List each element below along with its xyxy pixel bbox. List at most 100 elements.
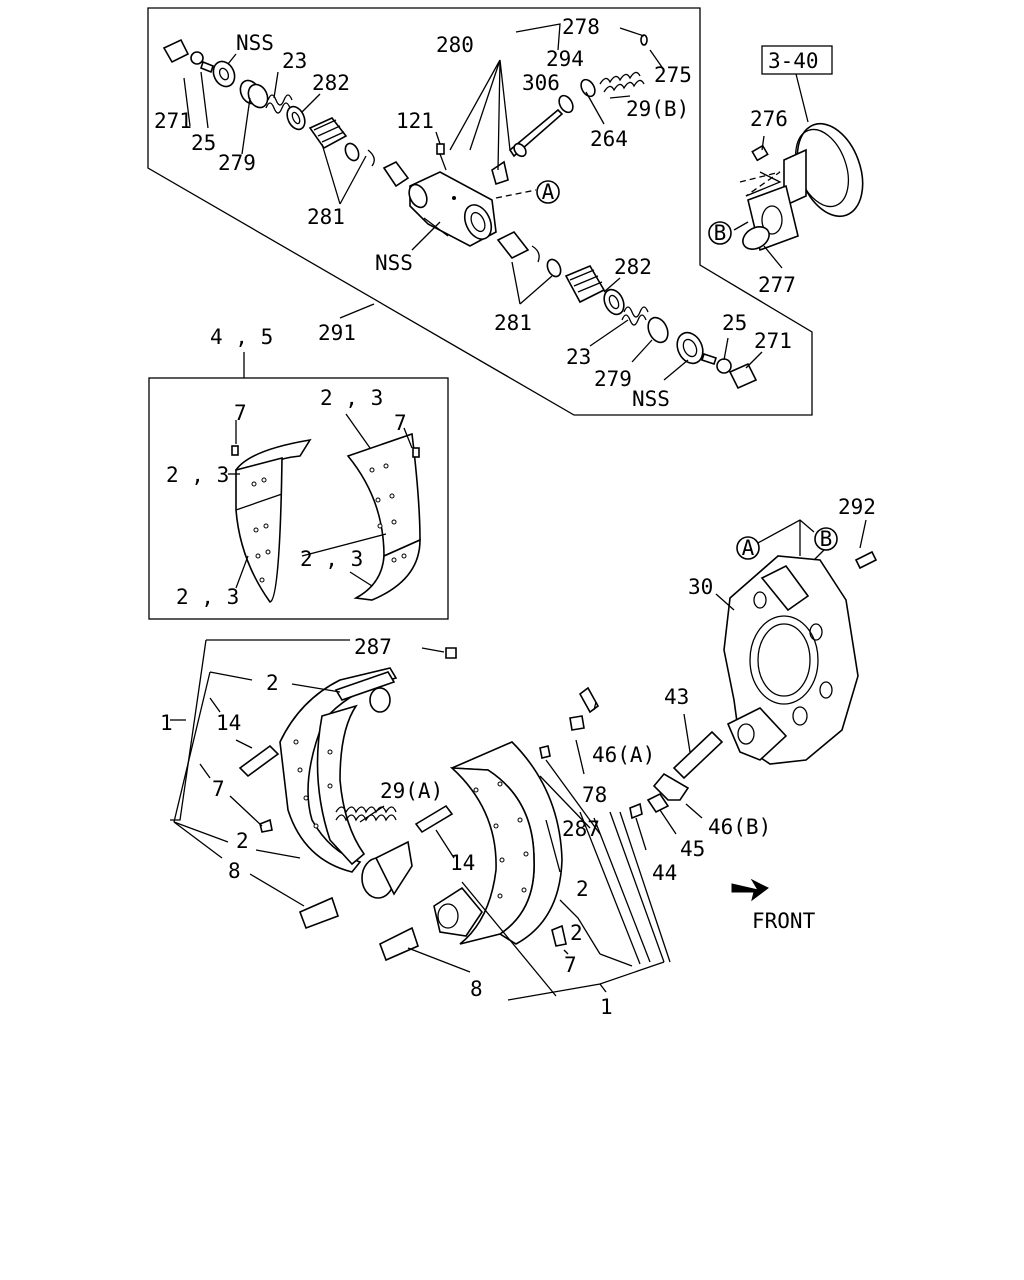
rivet-7-shoe-right (551, 924, 567, 947)
callout-7-shoe-left: 7 (212, 777, 225, 801)
rivet-7-shoe-left (259, 818, 273, 833)
callout-294: 294 (546, 47, 584, 71)
callout-287-top: 287 (354, 635, 392, 659)
callout-2-3-box-b: 2 , 3 (320, 386, 383, 410)
ref-circles (536, 180, 838, 560)
ref-b2-label: B (820, 527, 833, 551)
callout-282-top: 282 (312, 71, 350, 95)
pin-43 (672, 730, 724, 780)
bolt-78 (569, 715, 585, 731)
rivet-7-left (231, 445, 239, 456)
callout-2-right-b: 2 (570, 921, 583, 945)
callout-306: 306 (522, 71, 560, 95)
lining-kit-frame (148, 377, 449, 620)
backing-plate (723, 555, 859, 765)
callout-44: 44 (652, 861, 677, 885)
callout-279-top: 279 (218, 151, 256, 175)
callout-25-bottom: 25 (722, 311, 747, 335)
callout-121: 121 (396, 109, 434, 133)
callout-14-right: 14 (450, 851, 475, 875)
ref-a2-label: A (742, 536, 755, 560)
pin-287-top (445, 647, 457, 659)
ref-box-3-40 (761, 45, 833, 75)
callout-287-right: 287 (562, 817, 600, 841)
pin-287-right (539, 745, 551, 759)
callout-2-3-box-d: 2 , 3 (300, 547, 363, 571)
callout-281-top: 281 (307, 205, 345, 229)
brake-shoe-left (279, 667, 413, 899)
callout-29a: 29(A) (380, 779, 443, 803)
callout-2-right-a: 2 (576, 877, 589, 901)
adjuster-parts (491, 34, 648, 186)
camshaft-assembly-frame (147, 7, 813, 416)
callout-282-bottom: 282 (614, 255, 652, 279)
rivet-7-right (412, 447, 420, 458)
callout-14-left: 14 (216, 711, 241, 735)
front-label: FRONT (752, 909, 816, 933)
callout-4-5: 4 , 5 (210, 325, 273, 349)
callout-1-left: 1 (160, 711, 173, 735)
leader-lines (170, 23, 867, 1001)
callout-271-bottom: 271 (754, 329, 792, 353)
brake-lining-right (346, 432, 421, 601)
ref-b1-label: B (714, 221, 727, 245)
callout-2-left: 2 (236, 829, 249, 853)
pin-14-left (238, 744, 280, 778)
callout-3-40: 3-40 (768, 49, 819, 73)
callout-1-bottom: 1 (600, 995, 613, 1019)
callout-78: 78 (582, 783, 607, 807)
callout-2-top: 2 (266, 671, 279, 695)
washer-45 (646, 792, 670, 814)
bushing-8-left (298, 896, 340, 930)
callout-nss-top: NSS (236, 31, 274, 55)
callout-25-top: 25 (191, 131, 216, 155)
callout-nss-bottom: NSS (632, 387, 670, 411)
callout-2-3-box-c: 2 , 3 (176, 585, 239, 609)
callout-45: 45 (680, 837, 705, 861)
callout-7-shoe-right: 7 (564, 953, 577, 977)
ref-circle-a2 (736, 536, 760, 560)
callout-43: 43 (664, 685, 689, 709)
front-arrow-icon (731, 878, 769, 902)
callout-7-box-right: 7 (394, 411, 407, 435)
callout-8-right: 8 (470, 977, 483, 1001)
callout-292: 292 (838, 495, 876, 519)
callout-276: 276 (750, 107, 788, 131)
callout-280: 280 (436, 33, 474, 57)
callout-279-bottom: 279 (594, 367, 632, 391)
callout-29b: 29(B) (626, 97, 689, 121)
callout-291: 291 (318, 321, 356, 345)
callout-labels: 271 25 NSS 23 282 279 281 NSS 121 280 29… (154, 15, 876, 1019)
callout-23-top: 23 (282, 49, 307, 73)
bushing-8-right (378, 926, 419, 962)
brake-lining-left (234, 438, 312, 603)
ref-a1-dashed-line (495, 189, 537, 199)
callout-23-bottom: 23 (566, 345, 591, 369)
callout-271-top: 271 (154, 109, 192, 133)
brake-shoe-right (433, 741, 563, 945)
callout-277: 277 (758, 273, 796, 297)
callout-7-box-left: 7 (234, 401, 247, 425)
callout-30: 30 (688, 575, 713, 599)
ref-circle-b1 (708, 221, 732, 245)
callout-278: 278 (562, 15, 600, 39)
callout-8-left: 8 (228, 859, 241, 883)
lock-plate-46b (652, 772, 690, 801)
callout-nss-mid: NSS (375, 251, 413, 275)
camshaft-left-parts (162, 38, 410, 188)
pin-14-right (414, 804, 454, 834)
callout-275: 275 (654, 63, 692, 87)
ref-circle-b2 (814, 527, 838, 551)
callout-2-3-box-a: 2 , 3 (166, 463, 229, 487)
ref-a1-label: A (542, 180, 555, 204)
camshaft-housing (408, 171, 497, 247)
callout-281-bottom: 281 (494, 311, 532, 335)
bolt-292 (854, 550, 878, 570)
ref-b1-dashed-line (739, 171, 781, 197)
camshaft-right-parts (496, 230, 758, 390)
callout-264: 264 (590, 127, 628, 151)
spring-29a-coil (335, 814, 397, 822)
ref-circle-a1 (536, 180, 560, 204)
bolt-44 (629, 802, 643, 820)
